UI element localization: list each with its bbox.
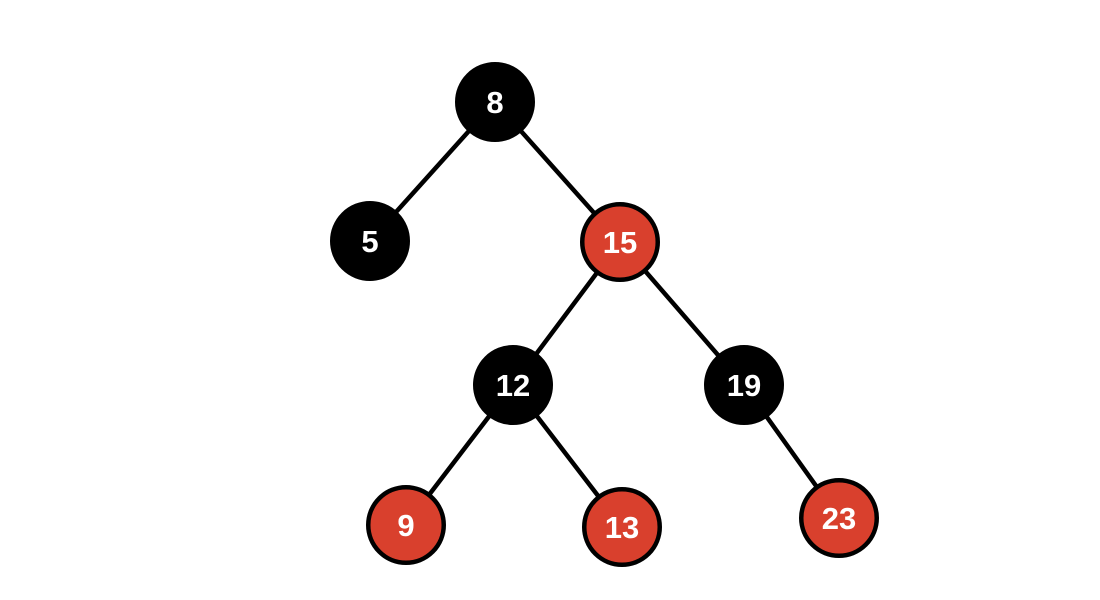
red-node-circle — [366, 485, 446, 565]
red-node-circle — [799, 478, 879, 558]
red-node-circle — [580, 202, 660, 282]
node-label: 23 — [822, 501, 856, 536]
node-label: 12 — [496, 368, 530, 403]
red-node-circle — [582, 487, 662, 567]
node-label: 9 — [397, 508, 414, 543]
tree-node-15: 15 — [580, 202, 660, 282]
node-label: 13 — [605, 510, 639, 545]
node-label: 15 — [603, 225, 637, 260]
tree-node-8: 8 — [455, 62, 535, 142]
tree-node-23: 23 — [799, 478, 879, 558]
node-label: 8 — [486, 85, 503, 120]
tree-node-12: 12 — [473, 345, 553, 425]
black-node-circle — [330, 201, 410, 281]
black-node-circle — [704, 345, 784, 425]
black-node-circle — [455, 62, 535, 142]
tree-node-5: 5 — [330, 201, 410, 281]
tree-node-19: 19 — [704, 345, 784, 425]
tree-node-9: 9 — [366, 485, 446, 565]
node-label: 19 — [727, 368, 761, 403]
node-label: 5 — [361, 224, 378, 259]
black-node-circle — [473, 345, 553, 425]
tree-node-13: 13 — [582, 487, 662, 567]
